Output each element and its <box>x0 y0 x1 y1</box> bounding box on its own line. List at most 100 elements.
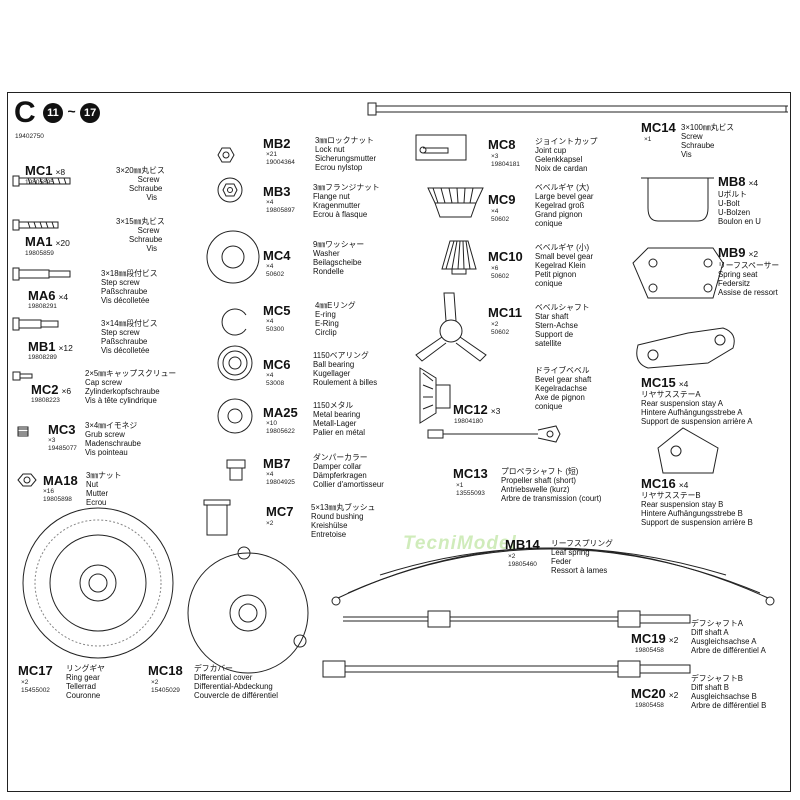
mc17-ring-gear-icon <box>22 507 174 659</box>
mc5-part-number: 50300 <box>266 326 285 333</box>
mb7-description: ダンパーカラー Damper collar Dämpferkragen Coll… <box>313 453 384 489</box>
mc19-description: デフシャフトA Diff shaft A Ausgleichsachse A A… <box>691 619 766 655</box>
mc3-grub-screw-icon <box>17 426 29 437</box>
mc6-qty: ×4 <box>266 372 274 379</box>
mc1-code: MC1×8 <box>25 163 66 178</box>
mb3-flange-nut-icon <box>217 177 243 203</box>
mb2-code: MB2 <box>263 136 291 151</box>
ma6-code: MA6×4 <box>28 288 69 303</box>
mb8-u-bolt-icon <box>641 177 714 222</box>
mc18-description: デフカバー Differential cover Differential-Ab… <box>194 664 278 700</box>
mc6-ball-bearing-icon <box>217 345 253 381</box>
mb7-damper-collar-icon <box>226 459 246 481</box>
mb1-description: 3×14㎜段付ビス Step screw Paßschraube Vis déc… <box>101 319 158 355</box>
mc4-code: MC4 <box>263 248 291 263</box>
watermark: TecniModel <box>403 533 517 554</box>
mc14-long-screw-icon <box>367 102 788 116</box>
ma18-qty: ×16 <box>43 488 55 495</box>
mc16-stay-b-icon <box>657 427 719 474</box>
mc13-propeller-shaft-icon <box>427 425 561 443</box>
ma18-nut-icon <box>17 473 37 487</box>
mb1-part-number: 19808289 <box>28 354 57 361</box>
step-range: 11 ~ 17 <box>43 103 101 123</box>
mb2-qty: ×21 <box>266 151 278 158</box>
ma25-qty: ×10 <box>266 420 278 427</box>
step-start-badge: 11 <box>43 103 63 123</box>
mc10-description: ベベルギヤ (小) Small bevel gear Kegelrad Klei… <box>535 243 594 288</box>
mc5-code: MC5 <box>263 303 291 318</box>
mc20-part-number: 19805458 <box>635 702 664 709</box>
ma1-screw-icon <box>12 219 59 231</box>
mc8-part-number: 19804181 <box>491 161 520 168</box>
ma1-code: MA1×20 <box>25 234 70 249</box>
mc5-e-ring-icon <box>221 308 247 336</box>
mc10-qty: ×6 <box>491 265 499 272</box>
mc17-code: MC17 <box>18 663 53 678</box>
mc12-code: MC12×3 <box>453 402 501 417</box>
mc12-bevel-gear-shaft-icon <box>419 367 451 424</box>
mc13-description: プロペラシャフト (短) Propeller shaft (short) Ant… <box>501 467 602 503</box>
mb14-qty: ×2 <box>508 553 516 560</box>
mb9-description: リーフスペーサー Spring seat Federsitz Assise de… <box>718 261 780 297</box>
mc9-bevel-gear-icon <box>427 187 484 218</box>
mc7-qty: ×2 <box>266 520 274 527</box>
mc3-description: 3×4㎜イモネジ Grub screw Madenschraube Vis po… <box>85 421 141 457</box>
parts-sheet: C 11 ~ 17 19402750 <box>7 92 791 792</box>
mc8-description: ジョイントカップ Joint cup Gelenkkapsel Noix de … <box>535 137 598 173</box>
mc20-description: デフシャフトB Diff shaft B Ausgleichsachse B A… <box>691 674 767 710</box>
mc8-code: MC8 <box>488 137 516 152</box>
mb14-leaf-spring-icon <box>331 547 775 606</box>
part-illustrations <box>12 102 788 678</box>
mc18-qty: ×2 <box>151 679 159 686</box>
mc20-code: MC20×2 <box>631 686 679 701</box>
mc11-star-shaft-icon <box>415 292 487 362</box>
mc15-stay-a-icon <box>636 327 735 369</box>
mc5-qty: ×4 <box>266 318 274 325</box>
mc20-diff-shaft-icon <box>322 660 691 678</box>
mb3-description: 3㎜フランジナット Flange nut Kragenmutter Ecrou … <box>313 183 380 219</box>
mc2-cap-screw-icon <box>12 371 33 381</box>
step-end-badge: 17 <box>80 103 101 123</box>
mc16-code: MC16×4 <box>641 476 689 491</box>
mc17-description: リングギヤ Ring gear Tellerrad Couronne <box>66 664 105 700</box>
mc8-qty: ×3 <box>491 153 499 160</box>
ma1-part-number: 19805859 <box>25 250 54 257</box>
mb3-part-number: 19805897 <box>266 207 295 214</box>
mc17-qty: ×2 <box>21 679 29 686</box>
mc4-part-number: 50602 <box>266 271 285 278</box>
mc3-code: MC3 <box>48 422 76 437</box>
mc3-part-number: 19485077 <box>48 445 77 452</box>
mc17-part-number: 15455002 <box>21 687 50 694</box>
ma25-metal-bearing-icon <box>217 398 253 434</box>
mc7-description: 5×13㎜丸ブッシュ Round bushing Kreishülse Entr… <box>311 503 376 539</box>
ma18-part-number: 19805898 <box>43 496 72 503</box>
ma6-description: 3×18㎜段付ビス Step screw Paßschraube Vis déc… <box>101 269 158 305</box>
ma25-code: MA25 <box>263 405 298 420</box>
mc13-qty: ×1 <box>456 482 464 489</box>
mb2-part-number: 19004364 <box>266 159 295 166</box>
ma6-part-number: 19808291 <box>28 303 57 310</box>
mb8-code: MB8×4 <box>718 174 759 189</box>
mc14-description: 3×100㎜丸ビス Screw Schraube Vis <box>681 123 735 159</box>
mb7-code: MB7 <box>263 456 291 471</box>
mc9-description: ベベルギヤ (大) Large bevel gear Kegelrad groß… <box>535 183 594 228</box>
mc7-bushing-icon <box>203 499 231 536</box>
mc9-part-number: 50602 <box>491 216 510 223</box>
mc7-code: MC7 <box>266 504 294 519</box>
mc11-code: MC11 <box>488 305 522 320</box>
mc6-code: MC6 <box>263 357 291 372</box>
mc14-code: MC14 <box>641 120 676 135</box>
mb7-part-number: 19804925 <box>266 479 295 486</box>
mc10-small-bevel-gear-icon <box>441 240 477 275</box>
mc19-code: MC19×2 <box>631 631 679 646</box>
mb2-lock-nut-icon <box>217 147 235 163</box>
mc11-part-number: 50602 <box>491 329 510 336</box>
mc3-qty: ×3 <box>48 437 56 444</box>
mb8-description: Uボルト U-Bolt U-Bolzen Boulon en U <box>718 190 761 226</box>
mc12-part-number: 19804180 <box>454 418 483 425</box>
mc1-screw-icon <box>12 175 71 187</box>
mc14-qty: ×1 <box>644 136 652 143</box>
mc12-description: ドライブベベル Bevel gear shaft Kegelradachse A… <box>535 366 592 411</box>
mc15-code: MC15×4 <box>641 375 689 390</box>
mb14-description: リーフスプリング Leaf spring Feder Ressort à lam… <box>551 539 613 575</box>
